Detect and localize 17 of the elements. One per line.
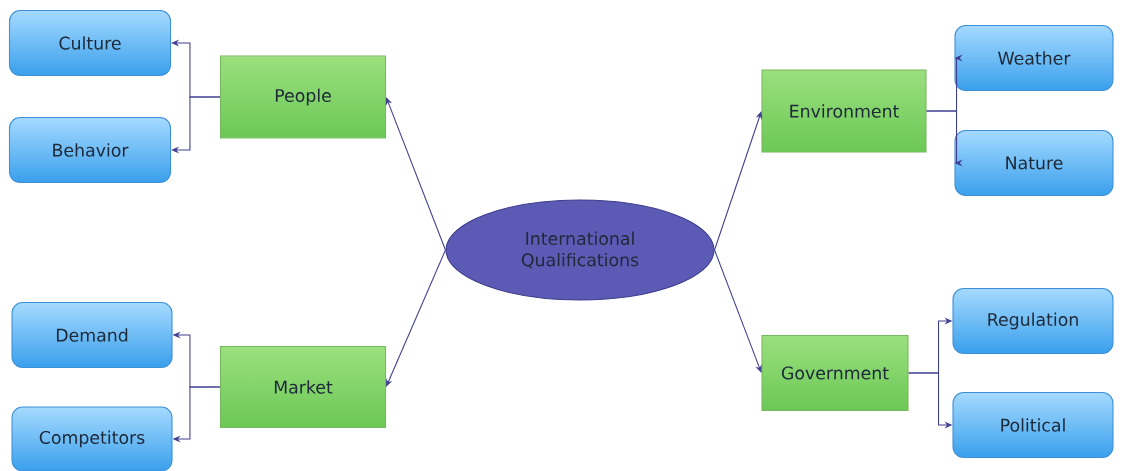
category-box: Market (219, 345, 387, 429)
arrow (926, 110, 963, 167)
arrow (386, 249, 446, 387)
category-box: Environment (761, 69, 927, 153)
category-box: People (219, 55, 387, 139)
item-box: Regulation (952, 287, 1114, 355)
arrow (171, 96, 221, 154)
item-box: Behavior (8, 116, 172, 184)
item-box: Demand (11, 301, 173, 369)
item-box: Political (952, 391, 1114, 459)
item-box: Competitors (11, 406, 173, 471)
category-box: Government (761, 335, 909, 411)
item-box: Nature (954, 129, 1114, 197)
item-box: Culture (8, 9, 172, 77)
item-box: Weather (954, 24, 1114, 92)
arrow (385, 97, 446, 251)
arrow (714, 249, 762, 373)
